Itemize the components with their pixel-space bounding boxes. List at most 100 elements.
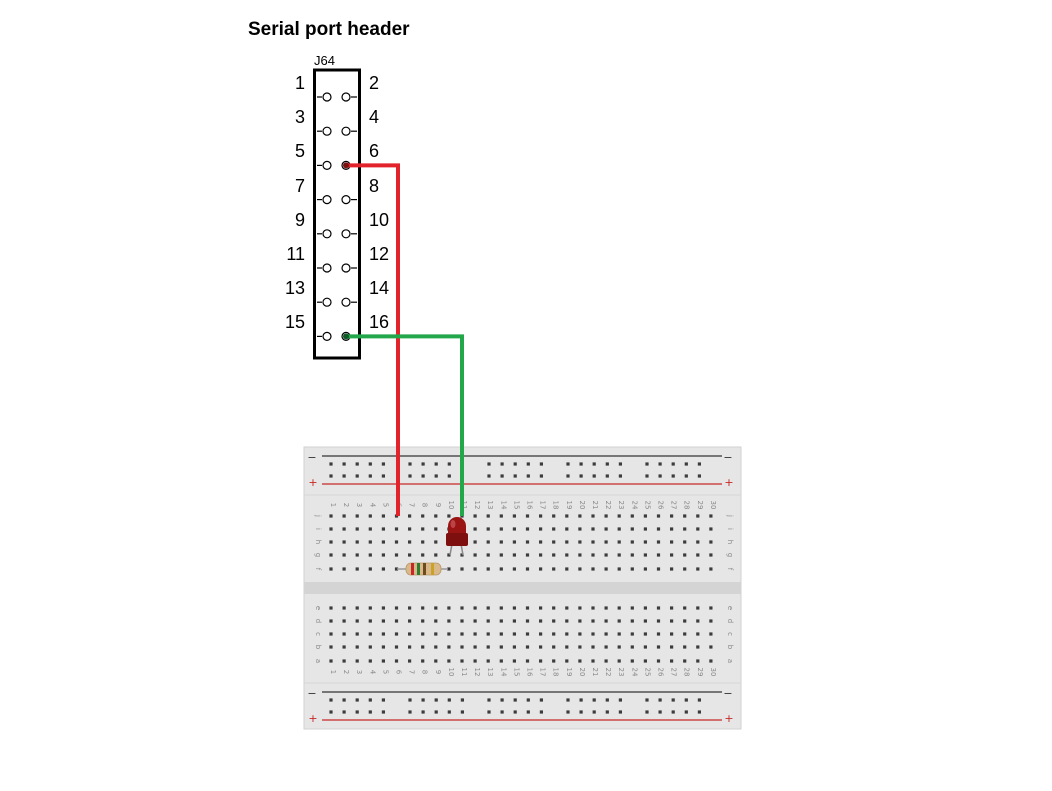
header-body — [313, 68, 361, 360]
breadboard-hole — [355, 619, 359, 623]
breadboard-hole — [604, 527, 608, 531]
breadboard-hole — [552, 659, 556, 663]
breadboard-hole — [604, 567, 608, 571]
column-label: 26 — [657, 668, 665, 677]
breadboard-hole — [460, 619, 464, 623]
breadboard-hole — [447, 567, 451, 571]
pin-1 — [322, 92, 332, 102]
breadboard-hole — [355, 698, 359, 702]
breadboard-hole — [329, 540, 333, 544]
breadboard-hole — [656, 527, 661, 531]
breadboard-hole — [394, 632, 399, 636]
breadboard-hole — [342, 553, 346, 557]
row-label: a — [314, 659, 322, 663]
pin-label: 8 — [369, 175, 380, 196]
wires — [343, 162, 464, 516]
pin-7 — [322, 195, 332, 205]
column-label: 23 — [617, 668, 625, 677]
breadboard-hole — [565, 553, 569, 557]
breadboard-hole — [552, 514, 556, 518]
breadboard-hole — [500, 710, 504, 714]
column-label: 22 — [604, 501, 612, 510]
breadboard-hole — [394, 540, 399, 544]
breadboard-hole — [421, 527, 425, 531]
row-label: e — [314, 606, 322, 610]
rail-minus-label: − — [307, 451, 316, 464]
breadboard-hole — [578, 540, 582, 544]
breadboard-hole — [552, 527, 556, 531]
breadboard-hole — [421, 698, 425, 702]
led-base — [446, 533, 468, 546]
rail-plus-label: + — [724, 712, 733, 725]
breadboard-hole — [381, 553, 385, 557]
breadboard-hole — [355, 567, 359, 571]
breadboard-hole — [408, 632, 412, 636]
breadboard-hole — [329, 462, 333, 466]
breadboard-hole — [355, 527, 359, 531]
breadboard-hole — [696, 606, 700, 610]
column-label: 1 — [329, 670, 337, 674]
breadboard-hole — [368, 527, 372, 531]
column-label: 14 — [499, 501, 507, 510]
breadboard-hole — [526, 462, 530, 466]
breadboard-hole — [460, 659, 464, 663]
header-ref-label: J64 — [314, 53, 335, 68]
pin-label: 16 — [369, 312, 390, 333]
breadboard-hole — [683, 540, 687, 544]
breadboard-hole — [630, 645, 634, 649]
row-label: d — [726, 619, 734, 623]
column-label: 24 — [630, 501, 638, 510]
row-label: c — [726, 632, 734, 636]
breadboard-hole — [473, 645, 477, 649]
breadboard-hole — [709, 659, 713, 663]
column-label: 29 — [696, 501, 704, 510]
breadboard-hole — [656, 540, 661, 544]
breadboard-hole — [709, 553, 713, 557]
breadboard-hole — [617, 645, 621, 649]
breadboard-hole — [539, 659, 543, 663]
breadboard-hole — [709, 540, 713, 544]
row-label: i — [314, 528, 322, 530]
breadboard-hole — [709, 632, 713, 636]
breadboard-hole — [486, 553, 490, 557]
breadboard-hole — [408, 474, 412, 478]
breadboard-hole — [591, 659, 595, 663]
breadboard-hole — [618, 474, 622, 478]
breadboard-hole — [486, 527, 490, 531]
column-label: 16 — [526, 501, 534, 510]
breadboard-hole — [513, 474, 517, 478]
row-label: h — [314, 540, 322, 544]
breadboard-hole — [592, 710, 596, 714]
breadboard-hole — [696, 619, 700, 623]
breadboard-hole — [460, 710, 464, 714]
breadboard-hole — [487, 462, 491, 466]
breadboard-hole — [709, 645, 713, 649]
breadboard-hole — [617, 619, 621, 623]
breadboard-hole — [656, 659, 661, 663]
breadboard-hole — [578, 645, 582, 649]
column-label: 25 — [643, 501, 651, 510]
breadboard-hole — [617, 540, 621, 544]
breadboard-hole — [604, 619, 608, 623]
breadboard-hole — [460, 632, 464, 636]
breadboard-hole — [342, 527, 346, 531]
breadboard-hole — [342, 514, 346, 518]
breadboard-hole — [447, 462, 451, 466]
breadboard-hole — [486, 619, 490, 623]
pin-10 — [341, 229, 351, 239]
breadboard-hole — [342, 567, 346, 571]
breadboard-hole — [434, 514, 438, 518]
rail-minus-label: − — [307, 687, 316, 700]
breadboard-hole — [579, 710, 583, 714]
pin-label: 2 — [369, 73, 380, 93]
breadboard-hole — [525, 645, 530, 649]
pin-label: 5 — [294, 141, 305, 162]
breadboard-hole — [486, 540, 490, 544]
breadboard-hole — [683, 567, 687, 571]
column-label: 5 — [381, 503, 389, 507]
breadboard-hole — [473, 514, 477, 518]
breadboard-hole — [421, 514, 425, 518]
pin-8 — [341, 195, 351, 205]
column-label: 18 — [552, 501, 560, 510]
breadboard-hole — [539, 462, 543, 466]
